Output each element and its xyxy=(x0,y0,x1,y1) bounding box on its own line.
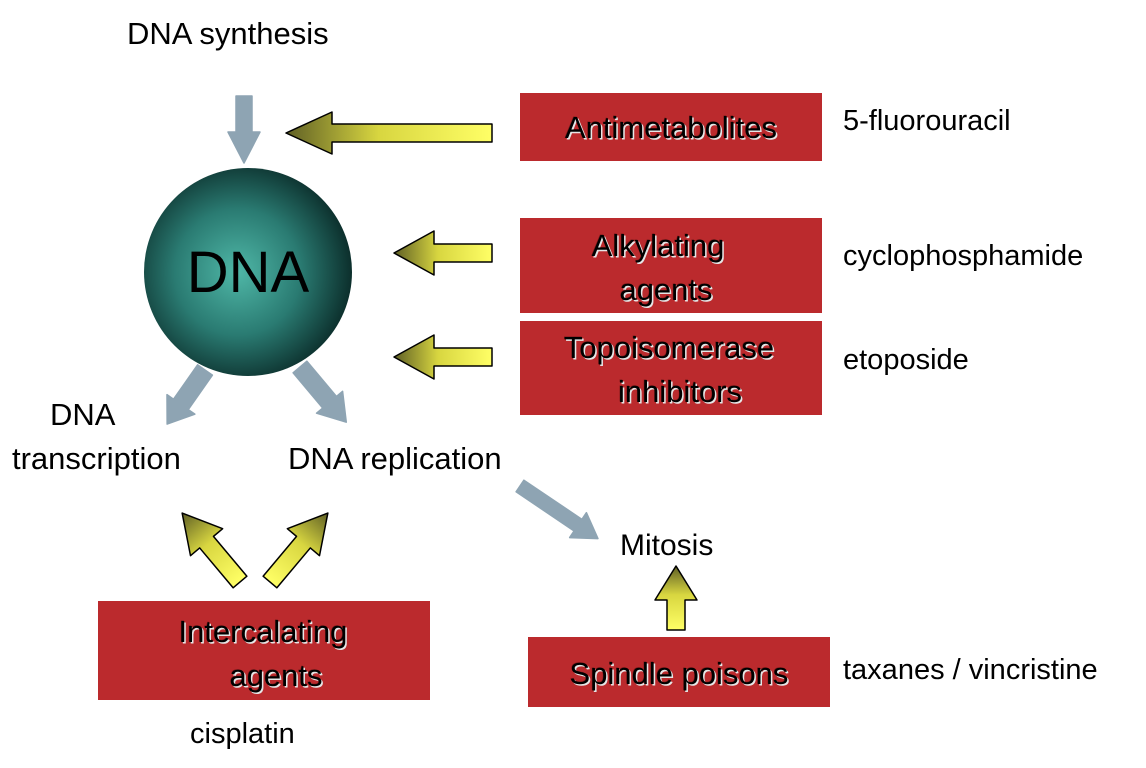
spindle-poisons-box: Spindle poisons xyxy=(528,637,830,707)
arrow-antimetabolites-to-synthesis xyxy=(285,111,493,155)
arrow-replication-to-mitosis xyxy=(515,479,599,540)
example-taxanes-vincristine: taxanes / vincristine xyxy=(843,654,1098,686)
antimetabolites-box: Antimetabolites xyxy=(520,93,822,161)
topoisomerase-inhibitors-label-line2: inhibitors xyxy=(617,374,743,409)
intercalating-agents-box: Intercalating agents xyxy=(98,601,430,700)
intercalating-agents-label-line2: agents xyxy=(229,658,323,693)
spindle-poisons-label: Spindle poisons xyxy=(569,656,789,691)
example-cisplatin: cisplatin xyxy=(190,718,295,750)
dna-transcription-label-line2: transcription xyxy=(12,441,181,476)
intercalating-agents-label-line1: Intercalating xyxy=(178,614,348,649)
dna-synthesis-label: DNA synthesis xyxy=(127,16,329,51)
arrow-topoisomerase-to-dna xyxy=(393,334,493,380)
arrow-intercalating-to-replication xyxy=(262,512,329,589)
arrow-spindle-to-mitosis xyxy=(654,565,698,631)
arrow-alkylating-to-dna xyxy=(393,230,493,276)
example-etoposide: etoposide xyxy=(843,344,969,376)
arrow-synthesis-to-dna xyxy=(227,95,261,164)
dna-replication-label: DNA replication xyxy=(288,441,502,476)
dna-label: DNA xyxy=(186,240,310,305)
dna-transcription-label-line1: DNA xyxy=(50,397,116,432)
topoisomerase-inhibitors-box: Topoisomerase inhibitors xyxy=(520,321,822,415)
arrow-dna-to-transcription xyxy=(166,364,214,425)
alkylating-agents-box: Alkylating agents xyxy=(520,218,822,313)
antimetabolites-box-label: Antimetabolites xyxy=(565,110,777,145)
alkylating-agents-label-line1: Alkylating xyxy=(591,228,725,263)
arrow-dna-to-replication xyxy=(292,360,348,423)
topoisomerase-inhibitors-label-line1: Topoisomerase xyxy=(563,330,775,365)
example-cyclophosphamide: cyclophosphamide xyxy=(843,240,1084,272)
example-5-fluorouracil: 5-fluorouracil xyxy=(843,105,1011,137)
dna-sphere xyxy=(144,168,352,376)
arrow-intercalating-to-transcription xyxy=(181,512,248,589)
alkylating-agents-label-line2: agents xyxy=(619,272,713,307)
mitosis-label: Mitosis xyxy=(620,529,714,562)
